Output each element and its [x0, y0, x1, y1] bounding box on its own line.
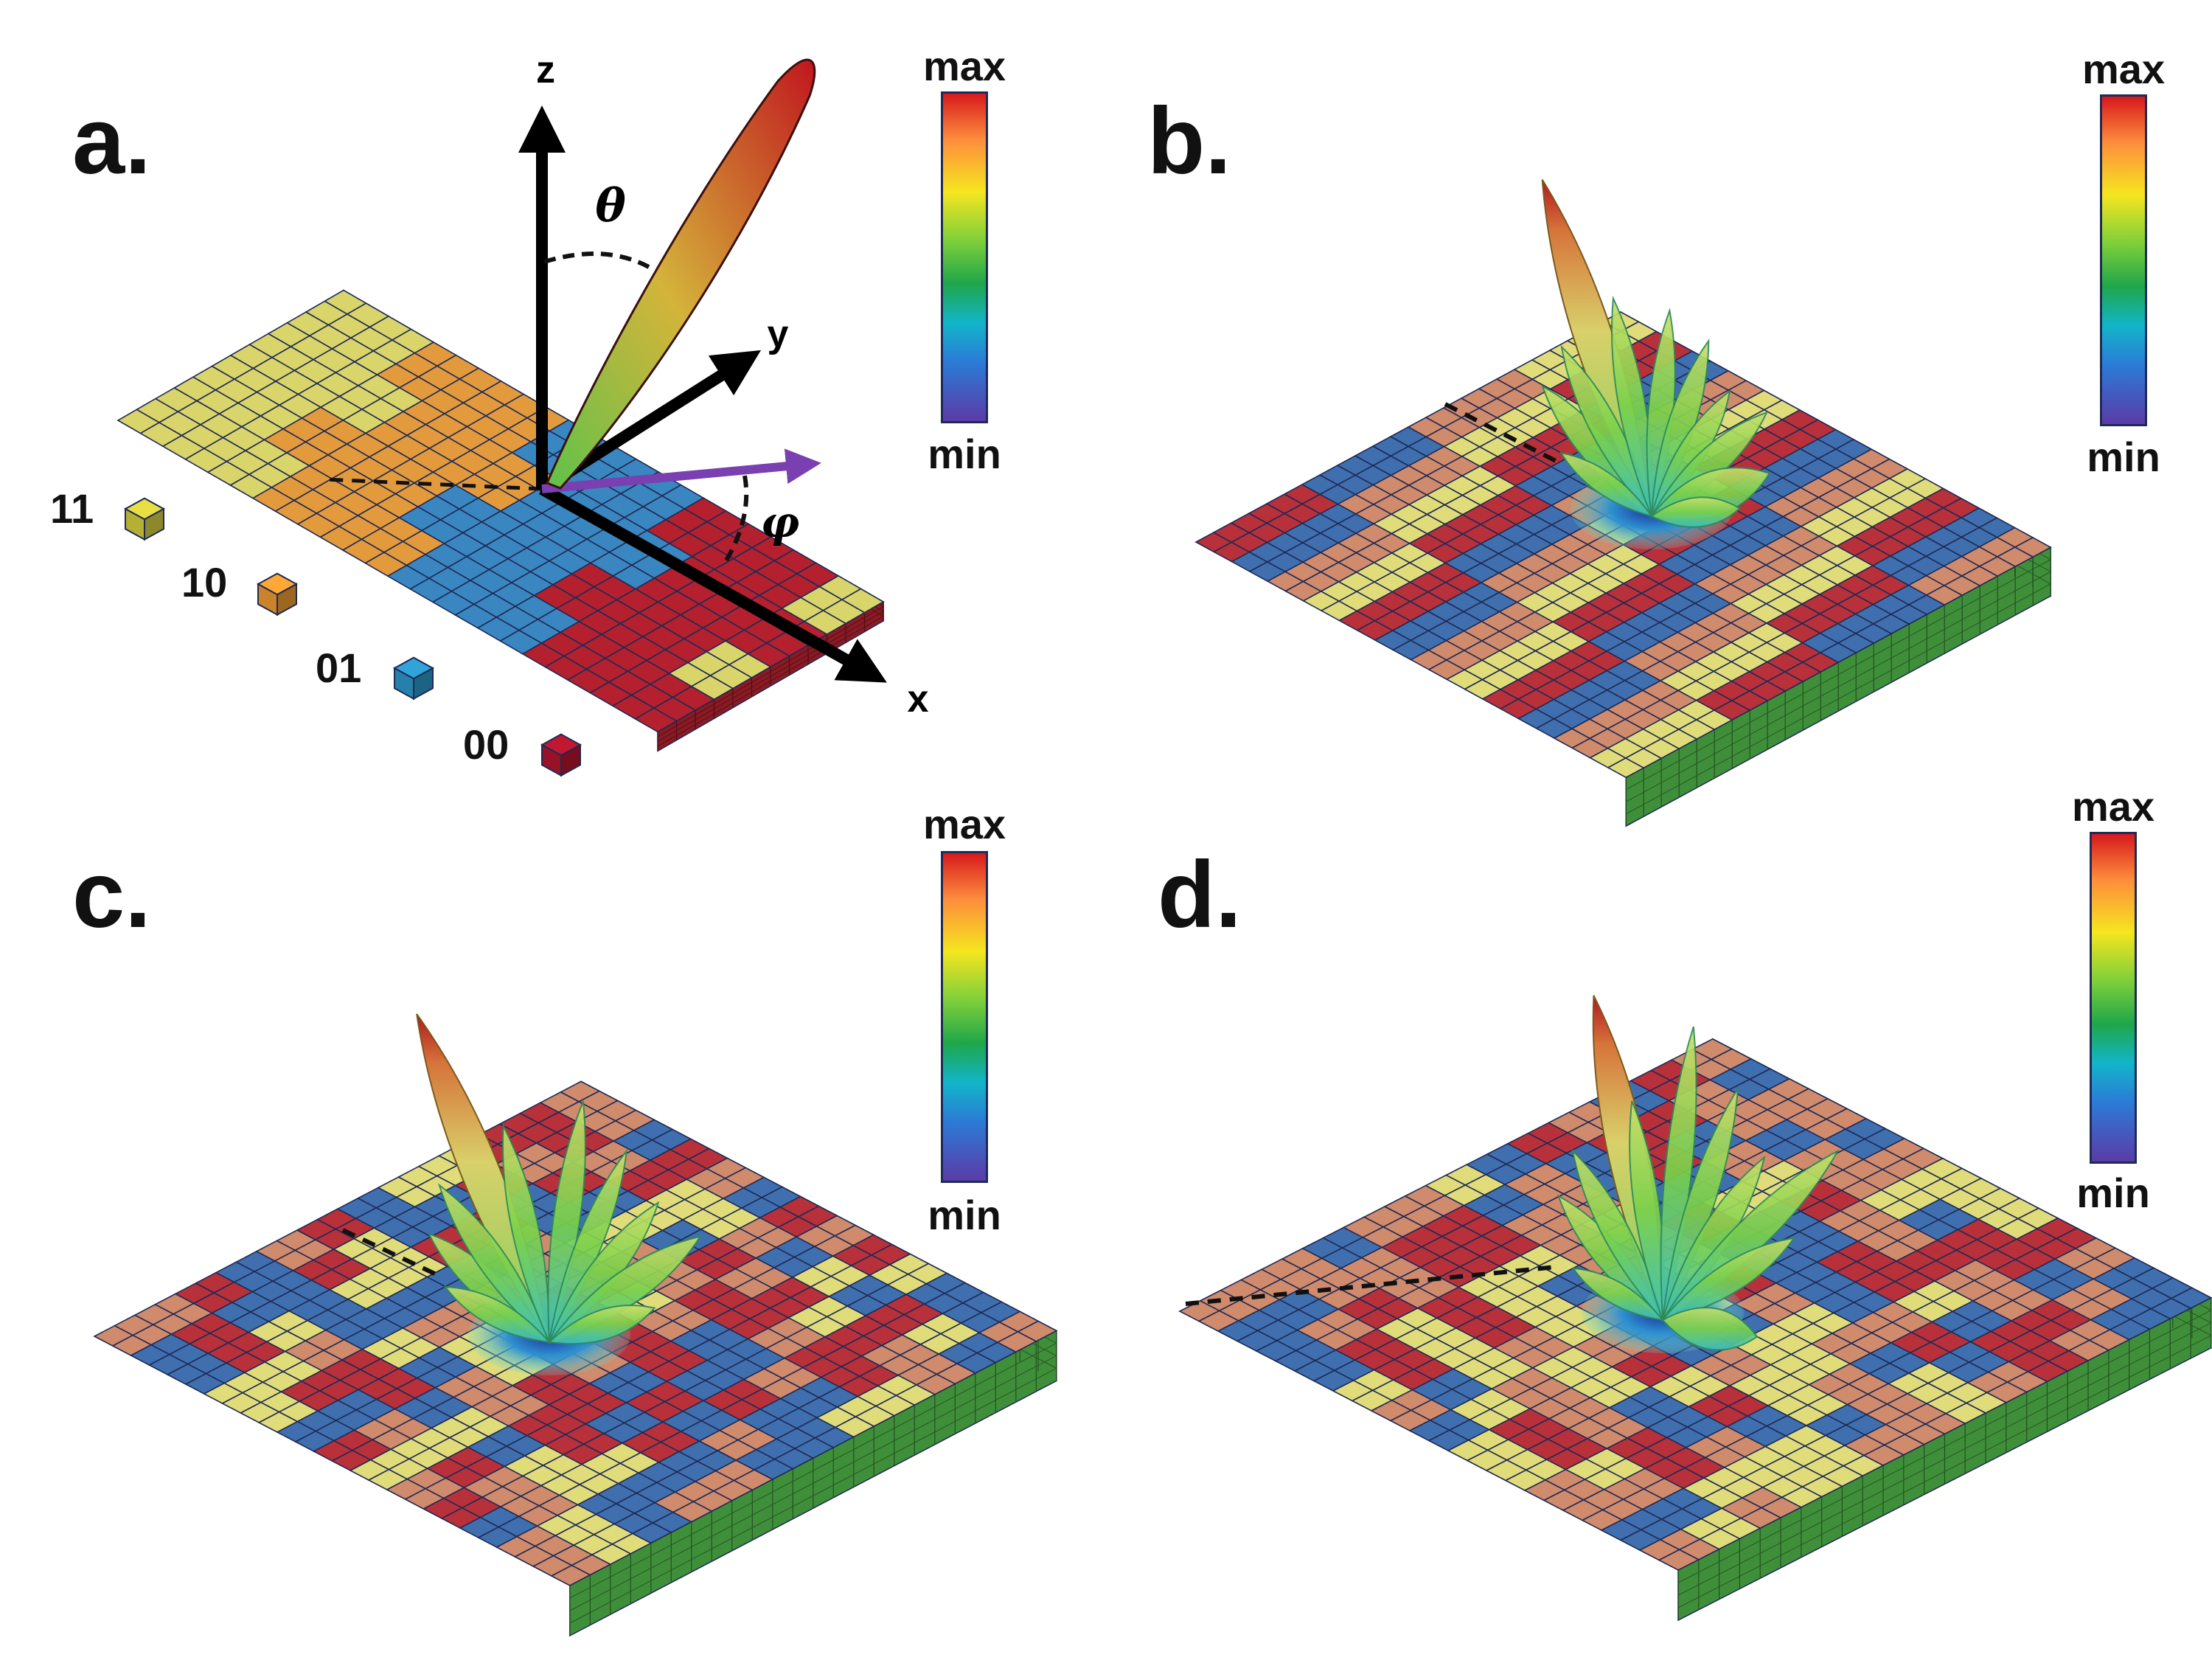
side-lobe — [1571, 1148, 1663, 1321]
colorbar-b-min: min — [2087, 434, 2160, 480]
panel-b-label: b. — [1147, 88, 1231, 194]
axis-z-label: z — [536, 49, 555, 91]
legend-cube-right — [413, 667, 434, 701]
colorbar-c-max: max — [922, 801, 1006, 847]
tile — [841, 588, 885, 614]
projection-dashed-line — [341, 1228, 444, 1280]
colorbar-c — [941, 851, 988, 1183]
legend-cube-right — [144, 507, 164, 541]
panel-c-metasurface — [93, 1080, 1058, 1637]
colorbar-d-max: max — [2071, 783, 2155, 830]
panel-b-diagram — [1194, 178, 2052, 827]
tile — [2014, 536, 2052, 558]
tile — [1016, 1320, 1058, 1342]
axis-x-arrow — [539, 484, 887, 683]
panel-d-label: d. — [1158, 842, 1242, 948]
axis-y-label: y — [768, 313, 789, 355]
colorbar-c-min: min — [928, 1192, 1001, 1238]
panel-c-diagram — [93, 1013, 1058, 1637]
phi-direction-arrow — [541, 448, 821, 493]
colorbar-d — [2090, 832, 2137, 1164]
side-lobe — [1650, 496, 1742, 528]
legend-code-00: 00 — [463, 721, 509, 768]
colorbar-a — [941, 91, 988, 423]
legend-cube-right — [276, 583, 297, 617]
theta-arc — [543, 251, 650, 269]
panel-a-diagram — [116, 58, 887, 777]
phi-label: φ — [761, 497, 799, 547]
colorbar-d-min: min — [2076, 1170, 2150, 1216]
panel-a-label: a. — [72, 88, 151, 194]
side-lobe — [438, 1183, 552, 1345]
colorbar-a-max: max — [922, 43, 1006, 89]
side-lobe — [1571, 1267, 1665, 1322]
side-lobe — [1660, 1237, 1796, 1322]
side-lobe — [443, 1285, 552, 1344]
side-lobe — [547, 1305, 656, 1345]
panel-a-metasurface — [116, 289, 885, 752]
colorbar-b-max: max — [2081, 46, 2166, 92]
panel-d-diagram — [1178, 995, 2212, 1622]
theta-label: θ — [595, 178, 626, 232]
tile — [2170, 1287, 2212, 1309]
colorbar-a-min: min — [928, 431, 1001, 477]
side-lobe — [1661, 1307, 1759, 1351]
side-lobe — [1559, 451, 1654, 518]
legend-code-10: 10 — [181, 559, 228, 605]
legend-code-11: 11 — [50, 485, 94, 532]
colorbar-b — [2100, 94, 2147, 426]
legend-cube-right — [560, 743, 581, 777]
projection-dashed-line — [1185, 1265, 1557, 1306]
main-beam-lobe — [546, 58, 816, 490]
legend-code-01: 01 — [316, 645, 362, 691]
axis-x-label: x — [908, 678, 929, 721]
projection-dashed-line — [324, 477, 543, 491]
side-lobe — [501, 1122, 551, 1343]
panel-c-label: c. — [72, 842, 151, 948]
phi-arc — [724, 475, 749, 562]
